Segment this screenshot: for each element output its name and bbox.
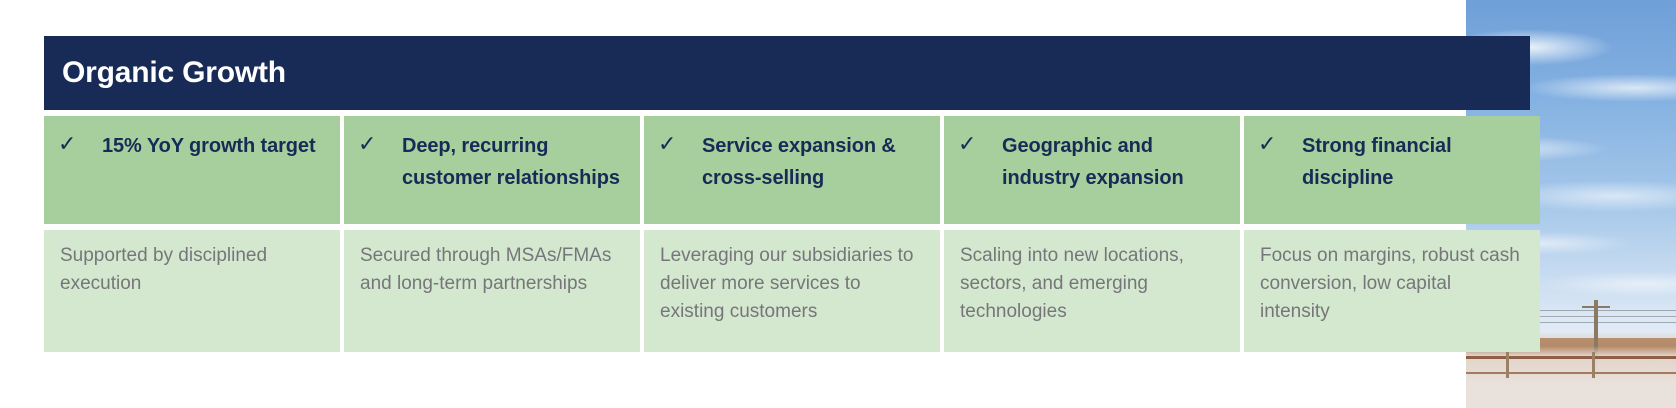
check-icon: ✓: [958, 131, 977, 156]
pillar-column-3[interactable]: ✓ Service expansion & cross-selling: [644, 116, 940, 224]
detail-text: Secured through MSAs/FMAs and long-term …: [360, 245, 612, 294]
pillar-title: Deep, recurring customer relationships: [402, 135, 620, 190]
detail-text: Leveraging our subsidiaries to deliver m…: [660, 245, 914, 322]
photo-utility-pole: [1594, 300, 1598, 374]
detail-text: Supported by disciplined execution: [60, 245, 268, 294]
detail-column-5: Focus on margins, robust cash conversion…: [1244, 230, 1540, 352]
check-icon: ✓: [1258, 131, 1277, 156]
detail-column-4: Scaling into new locations, sectors, and…: [944, 230, 1240, 352]
pillar-title: 15% YoY growth target: [102, 135, 316, 157]
check-icon: ✓: [658, 131, 677, 156]
detail-row: Supported by disciplined execution Secur…: [44, 230, 1540, 352]
table-header-bar: Organic Growth: [44, 36, 1530, 110]
pillar-title: Geographic and industry expansion: [1002, 135, 1184, 190]
detail-column-2: Secured through MSAs/FMAs and long-term …: [344, 230, 640, 352]
pillar-column-4[interactable]: ✓ Geographic and industry expansion: [944, 116, 1240, 224]
photo-fence-rail: [1466, 372, 1676, 374]
photo-power-wire: [1466, 316, 1676, 317]
pillar-column-5[interactable]: ✓ Strong financial discipline: [1244, 116, 1540, 224]
pillar-column-1[interactable]: ✓ 15% YoY growth target: [44, 116, 340, 224]
page-title: Organic Growth: [62, 56, 286, 89]
photo-power-wire: [1466, 322, 1676, 323]
photo-fence-rail: [1466, 356, 1676, 359]
pillar-title: Strong financial discipline: [1302, 135, 1452, 190]
check-icon: ✓: [358, 131, 377, 156]
pillar-column-2[interactable]: ✓ Deep, recurring customer relationships: [344, 116, 640, 224]
detail-text: Focus on margins, robust cash conversion…: [1260, 245, 1520, 322]
photo-fence-post: [1592, 352, 1595, 378]
detail-text: Scaling into new locations, sectors, and…: [960, 245, 1184, 322]
pillar-title: Service expansion & cross-selling: [702, 135, 896, 190]
photo-power-wire: [1466, 310, 1676, 311]
organic-growth-table: Organic Growth ✓ 15% YoY growth target ✓…: [44, 36, 1540, 352]
pillar-row: ✓ 15% YoY growth target ✓ Deep, recurrin…: [44, 116, 1540, 224]
detail-column-3: Leveraging our subsidiaries to deliver m…: [644, 230, 940, 352]
photo-fence-post: [1506, 352, 1509, 378]
check-icon: ✓: [58, 131, 77, 156]
detail-column-1: Supported by disciplined execution: [44, 230, 340, 352]
